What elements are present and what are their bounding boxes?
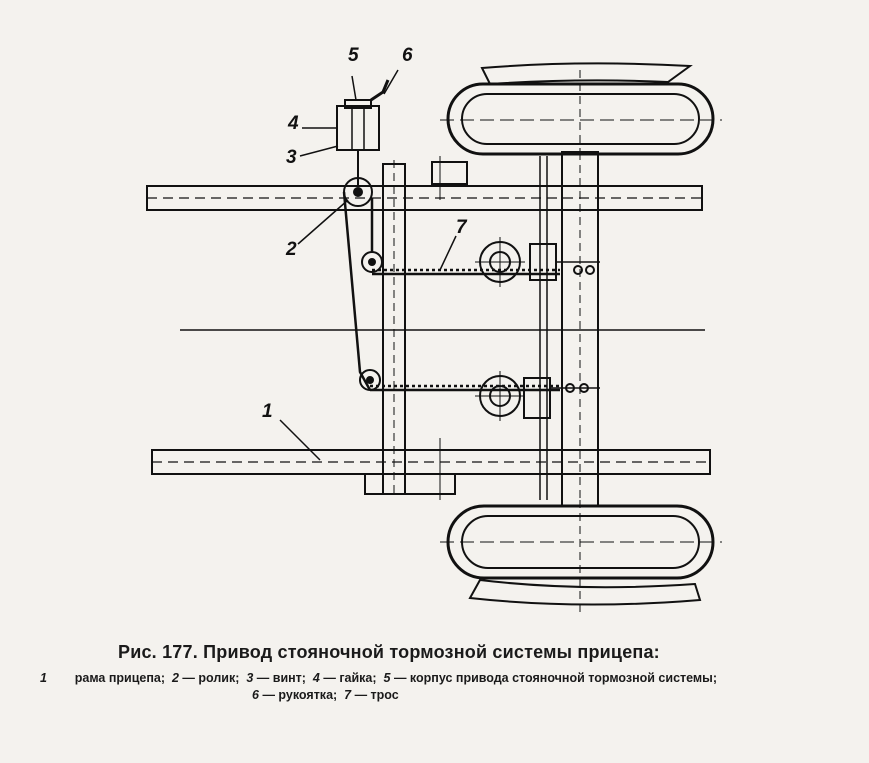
figure-legend: 1 рама прицепа; 2 — ролик; 3 — винт; 4 —… xyxy=(40,670,840,704)
legend-num-7: 7 xyxy=(344,688,352,702)
axle-beam xyxy=(539,151,599,507)
legend-num-4: 4 xyxy=(312,671,320,685)
leader-lines xyxy=(279,69,457,461)
upper-wheel xyxy=(440,62,722,160)
callout-5: 5 xyxy=(348,45,359,66)
legend-num-6: 6 xyxy=(252,688,259,702)
legend-text-6: — рукоятка; xyxy=(262,688,338,702)
callout-6: 6 xyxy=(402,45,413,66)
callout-1: 1 xyxy=(262,401,273,422)
legend-text-4: — гайка; xyxy=(323,671,377,685)
callout-3: 3 xyxy=(286,147,297,168)
brake-cable xyxy=(342,191,560,392)
crank-handle xyxy=(370,79,390,102)
legend-num-5: 5 xyxy=(383,671,391,685)
callout-4: 4 xyxy=(288,113,299,134)
callout-2: 2 xyxy=(286,239,297,260)
figure-caption-title: Рис. 177. Привод стояночной тормозной си… xyxy=(118,642,660,662)
upper-frame-beam xyxy=(146,185,703,211)
lower-frame-beam xyxy=(151,449,711,475)
legend-text-7: — трос xyxy=(354,688,399,702)
legend-text-3: — винт; xyxy=(256,671,306,685)
legend-num-3: 3 xyxy=(246,671,254,685)
upper-brake-mechanism xyxy=(475,237,600,287)
lower-wheel xyxy=(440,500,722,612)
cross-member xyxy=(364,156,468,500)
legend-text-5: — корпус привода стояночной тормозной си… xyxy=(393,671,718,685)
lower-brake-mechanism xyxy=(475,371,600,421)
legend-text-1: рама прицепа; xyxy=(74,671,166,685)
legend-num-2: 2 xyxy=(171,671,179,685)
brake-drive-housing xyxy=(336,99,380,186)
legend-num-1: 1 xyxy=(40,671,47,685)
callout-7: 7 xyxy=(456,217,467,238)
brake-drive-diagram xyxy=(146,62,722,612)
guide-roller-upper xyxy=(361,251,383,273)
legend-text-2: — ролик; xyxy=(182,671,240,685)
